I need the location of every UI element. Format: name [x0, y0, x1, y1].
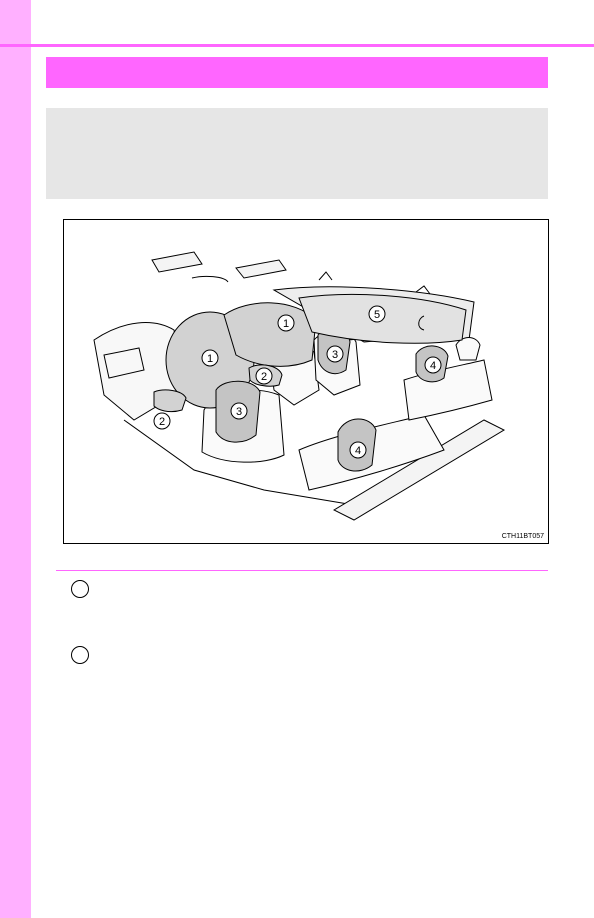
summary-box	[46, 108, 548, 199]
section-title-bar	[46, 57, 548, 88]
section-divider	[56, 570, 548, 571]
callout-1-driver: 1	[207, 353, 213, 365]
list-marker-circle-2	[71, 646, 89, 664]
callout-3-passenger-side: 3	[332, 349, 338, 361]
figure-code: CTH11BT057	[501, 533, 544, 540]
chapter-side-tab	[0, 0, 31, 918]
list-marker-circle-1	[71, 580, 89, 598]
header-rule	[0, 44, 594, 47]
callout-5-curtain: 5	[374, 309, 380, 321]
callout-1-passenger: 1	[283, 318, 289, 330]
callout-2-driver-knee: 2	[159, 416, 165, 428]
car-interior-illustration: 1 1 2 2 3 3 4 4 5	[93, 251, 506, 521]
callout-2-passenger-knee: 2	[261, 371, 267, 383]
callout-4-rear-right: 4	[430, 360, 436, 372]
callout-3-driver-side: 3	[236, 406, 242, 418]
callout-4-rear-left: 4	[355, 445, 361, 457]
airbag-locations-figure: 1 1 2 2 3 3 4 4 5 CTH11BT057	[63, 219, 549, 544]
